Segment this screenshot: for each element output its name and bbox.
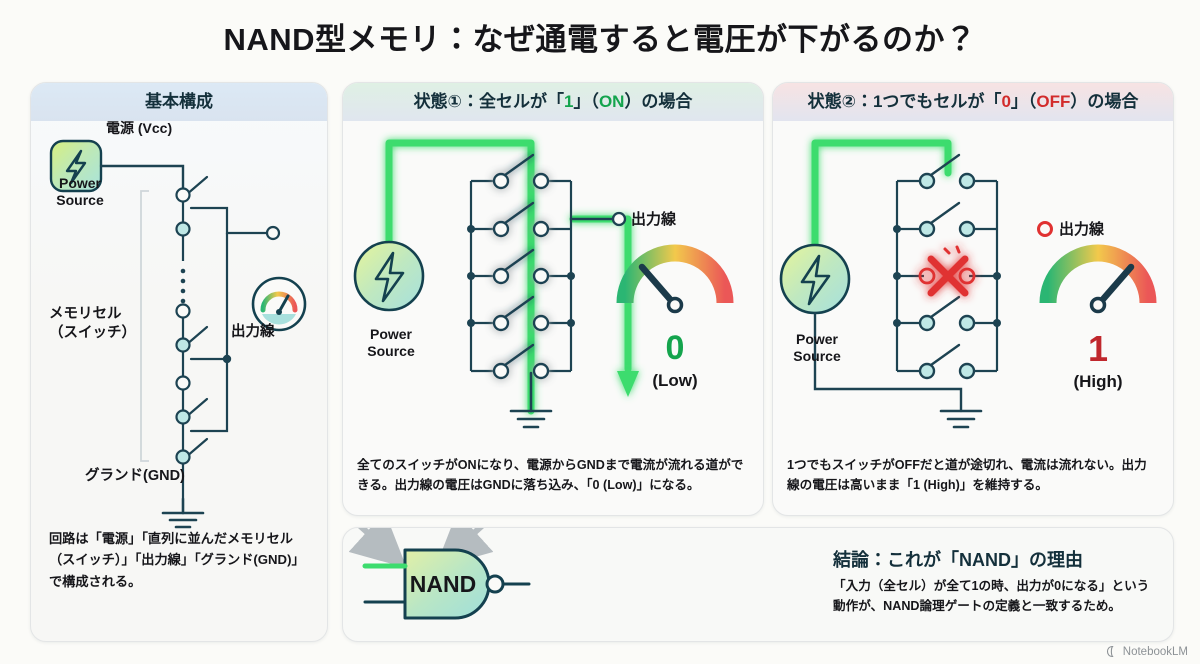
power-source-line1: Power [58,175,101,191]
chain-ellipsis [180,268,186,304]
switches-on [492,153,550,380]
state-off-caption: 1つでもスイッチがOFFだと道が途切れ、電流は流れない。出力線の電圧は高いまま「… [787,458,1147,493]
nand-invert-bubble [485,574,505,594]
power-source-line1: Power [369,326,412,342]
current-direction-arrow [617,371,639,397]
state-off-header-value: 0 [1001,92,1011,111]
watermark-label: NotebookLM [1122,645,1188,658]
panel-state-off-header: 状態②：1つでもセルが「0」（OFF）の場合 [773,83,1173,121]
memory-cell-line2: （スイッチ） [49,324,136,341]
output-terminal [265,225,281,241]
power-source-line1: Power [795,331,838,347]
panel-state-off: 状態②：1つでもセルが「0」（OFF）の場合 [772,82,1174,516]
watermark: NotebookLM [1106,645,1188,658]
power-source-line2: Source [793,347,841,364]
label-memory-cell: メモリセル （スイッチ） [49,305,159,343]
gauge-icon [1039,244,1157,314]
gauge-sublabel: (High) [1073,372,1122,391]
panel-conclusion: NAND 結論：これが「NAND」の理由 「入力（全セル）が全て1の時、出力が0… [342,527,1174,642]
gauge-value: 1 [1088,328,1108,369]
state-on-header-value: 1 [563,92,574,111]
current-path-partial [811,139,952,251]
flow-arrows [348,528,494,569]
output-terminal [1037,221,1053,237]
panel-state-on-header: 状態①：全セルが「1」（ON）の場合 [343,83,763,121]
switch-nodes [175,187,191,465]
state-off-header-mid: 」（ [1010,92,1037,111]
power-source-icon [353,240,425,312]
panel-state-on: 状態①：全セルが「1」（ON）の場合 [342,82,764,516]
power-source-line2: Source [56,191,104,208]
ladder-junctions [467,225,575,327]
power-source-line2: Source [367,342,415,359]
broken-switch-icon [918,245,976,297]
state-on-header-prefix: 状態①：全セルが「 [413,92,564,111]
panel-basic-structure: 基本構成 [30,82,328,642]
state-on-caption: 全てのスイッチがONになり、電源からGNDまで電流が流れる道ができる。出力線の電… [357,458,744,493]
ground-symbol-icon [939,409,983,429]
gauge-icon [616,244,734,314]
switches-normal [918,153,976,380]
basic-note-text: 回路は「電源」「直列に並んだメモリセル（スイッチ）」「出力線」「グランド(GND… [49,531,305,589]
basic-circuit-diagram [31,121,327,556]
ground-symbol-icon [161,497,205,529]
label-ground: グランド(GND) [85,468,185,484]
state-on-header-state: ON [598,92,625,111]
state-off-header-suffix: ）の場合 [1070,92,1139,111]
label-vcc: 電源 (Vcc) [106,120,173,136]
switch-ladder [469,179,573,373]
conclusion-body: 「入力（全セル）が全て1の時、出力が0になる」という動作が、NAND論理ゲートの… [833,579,1150,614]
output-terminal [611,211,627,227]
gnd-return-wire [813,311,963,413]
ladder-junctions [893,225,1001,327]
output-line-label: 出力線 [1059,220,1105,238]
state-on-header-suffix: ）の場合 [624,92,693,111]
output-line-label: 出力線 [631,210,677,228]
label-output-line: 出力線 [231,324,275,340]
ground-symbol-icon [509,371,553,429]
power-source-icon [779,243,851,315]
state-off-circuit-diagram: 1 (High) 出力線 [773,121,1173,460]
page-title: NAND型メモリ：なぜ通電すると電圧が下がるのか？ [223,22,977,57]
gauge-icon [251,276,307,332]
label-power-source: Power Source [45,175,115,209]
nand-gate-label: NAND [410,571,476,597]
conclusion-title: 結論：これが「NAND」の理由 [833,550,1083,570]
state-off-header-prefix: 状態②：1つでもセルが「 [807,92,1002,111]
notebooklm-logo-icon [1106,645,1114,658]
nand-gate-symbol: NAND [362,548,531,620]
gauge-sublabel: (Low) [652,371,697,390]
nand-gate-diagram: NAND [343,528,833,641]
state-on-circuit-diagram: 0 (Low) 出力線 [343,121,763,460]
gauge-value: 0 [666,329,685,367]
state-on-header-mid: 」（ [573,92,599,111]
state-off-header-state: OFF [1036,92,1071,111]
panel-basic-header: 基本構成 [31,83,327,121]
memory-cell-line1: メモリセル [49,306,122,322]
